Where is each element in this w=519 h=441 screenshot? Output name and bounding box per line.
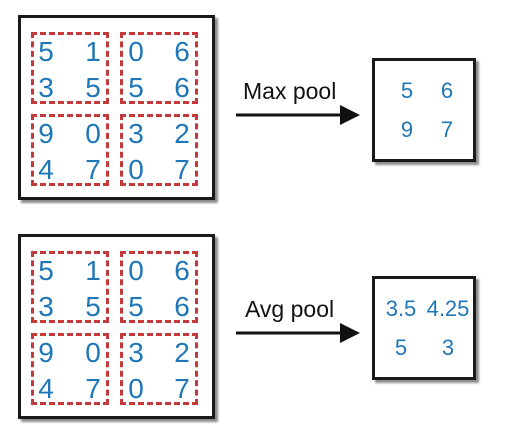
- max-pool-label: Max pool: [243, 78, 337, 104]
- output-cell: 7: [440, 117, 454, 142]
- matrix-cell: 1: [85, 255, 101, 286]
- matrix-cell: 2: [174, 118, 190, 149]
- matrix-cell: 5: [85, 72, 101, 103]
- matrix-cell: 5: [128, 72, 144, 103]
- matrix-cell: 6: [174, 255, 190, 286]
- matrix-cell: 5: [38, 36, 54, 67]
- max-arrow-icon: [236, 105, 360, 125]
- matrix-cell: 5: [38, 255, 54, 286]
- avg-arrow-icon: [236, 323, 360, 343]
- output-cell: 5: [394, 335, 408, 360]
- matrix-cell: 3: [128, 337, 144, 368]
- output-cell: 3.5: [385, 296, 417, 321]
- matrix-cell: 3: [128, 118, 144, 149]
- matrix-cell: 7: [85, 373, 101, 404]
- matrix-cell: 6: [174, 72, 190, 103]
- matrix-cell: 1: [85, 36, 101, 67]
- avg-output-matrix: 3.5 4.25 5 3: [372, 276, 476, 380]
- matrix-cell: 0: [128, 36, 144, 67]
- pool-window-top-right: [120, 32, 198, 104]
- matrix-cell: 2: [174, 337, 190, 368]
- matrix-cell: 0: [128, 373, 144, 404]
- matrix-cell: 3: [38, 72, 54, 103]
- avg-input-matrix: 5 1 0 6 3 5 5 6 9 0 3 2 4 7 0 7: [18, 234, 215, 419]
- matrix-cell: 0: [85, 337, 101, 368]
- max-output-matrix: 5 6 9 7: [372, 58, 476, 162]
- matrix-cell: 3: [38, 291, 54, 322]
- pool-window-bottom-left: [31, 114, 109, 186]
- matrix-cell: 5: [128, 291, 144, 322]
- max-input-matrix: 5 1 0 6 3 5 5 6 9 0 3 2 4 7 0 7: [18, 15, 215, 200]
- pool-window-top-right: [120, 251, 198, 323]
- matrix-cell: 6: [174, 36, 190, 67]
- matrix-cell: 0: [128, 255, 144, 286]
- pool-window-top-left: [31, 32, 109, 104]
- matrix-cell: 7: [85, 154, 101, 185]
- pool-window-bottom-right: [120, 333, 198, 405]
- matrix-cell: 9: [38, 118, 54, 149]
- matrix-cell: 7: [174, 154, 190, 185]
- output-cell: 6: [440, 78, 454, 103]
- pool-window-bottom-right: [120, 114, 198, 186]
- matrix-cell: 0: [128, 154, 144, 185]
- output-cell: 3: [441, 335, 455, 360]
- output-cell: 5: [400, 78, 414, 103]
- output-cell: 9: [400, 117, 414, 142]
- matrix-cell: 6: [174, 291, 190, 322]
- avg-pool-label: Avg pool: [245, 296, 335, 322]
- matrix-cell: 5: [85, 291, 101, 322]
- pool-window-bottom-left: [31, 333, 109, 405]
- matrix-cell: 4: [38, 154, 54, 185]
- matrix-cell: 4: [38, 373, 54, 404]
- matrix-cell: 0: [85, 118, 101, 149]
- matrix-cell: 9: [38, 337, 54, 368]
- pool-window-top-left: [31, 251, 109, 323]
- matrix-cell: 7: [174, 373, 190, 404]
- output-cell: 4.25: [426, 296, 470, 321]
